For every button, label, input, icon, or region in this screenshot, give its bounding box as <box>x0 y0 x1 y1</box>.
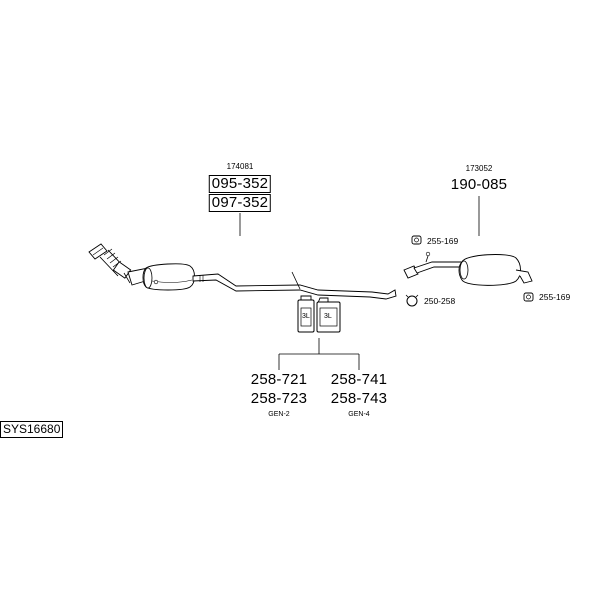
can-label-left: 3L <box>302 313 310 320</box>
sealant-generation-label: GEN-4 <box>348 411 370 418</box>
rear-pipe <box>403 251 463 279</box>
system-id-badge: SYS16680 <box>0 421 64 438</box>
can-label-right: 3L <box>324 313 332 320</box>
clamp-part-number[interactable]: 250-258 <box>424 296 456 306</box>
hanger-top-part-number[interactable]: 255-169 <box>427 236 459 246</box>
paste-part-number-1[interactable]: 258-721 <box>250 371 308 388</box>
rubber-hanger-right-icon <box>523 292 534 302</box>
front-part-number-2[interactable]: 097-352 <box>208 194 272 212</box>
front-flange <box>88 243 108 260</box>
hanger-right-part-number[interactable]: 255-169 <box>539 292 571 302</box>
sealant-part-number-2[interactable]: 258-743 <box>330 390 388 407</box>
rubber-hanger-top-icon <box>411 235 422 245</box>
flex-pipe <box>99 248 132 284</box>
rear-part-number[interactable]: 190-085 <box>450 176 508 193</box>
front-ref-code: 174081 <box>226 162 254 171</box>
front-part-number-1[interactable]: 095-352 <box>208 175 272 193</box>
assembly-paste-can-icon <box>297 295 315 333</box>
paste-part-number-2[interactable]: 258-723 <box>250 390 308 407</box>
rear-muffler <box>458 254 533 286</box>
sealant-part-number-1[interactable]: 258-741 <box>330 371 388 388</box>
clamp-ring-icon <box>405 294 419 307</box>
sealant-can-icon <box>316 297 341 333</box>
front-converter <box>127 263 195 291</box>
middle-pipe <box>192 271 397 300</box>
rear-ref-code: 173052 <box>465 164 493 173</box>
paste-generation-label: GEN-2 <box>268 411 290 418</box>
